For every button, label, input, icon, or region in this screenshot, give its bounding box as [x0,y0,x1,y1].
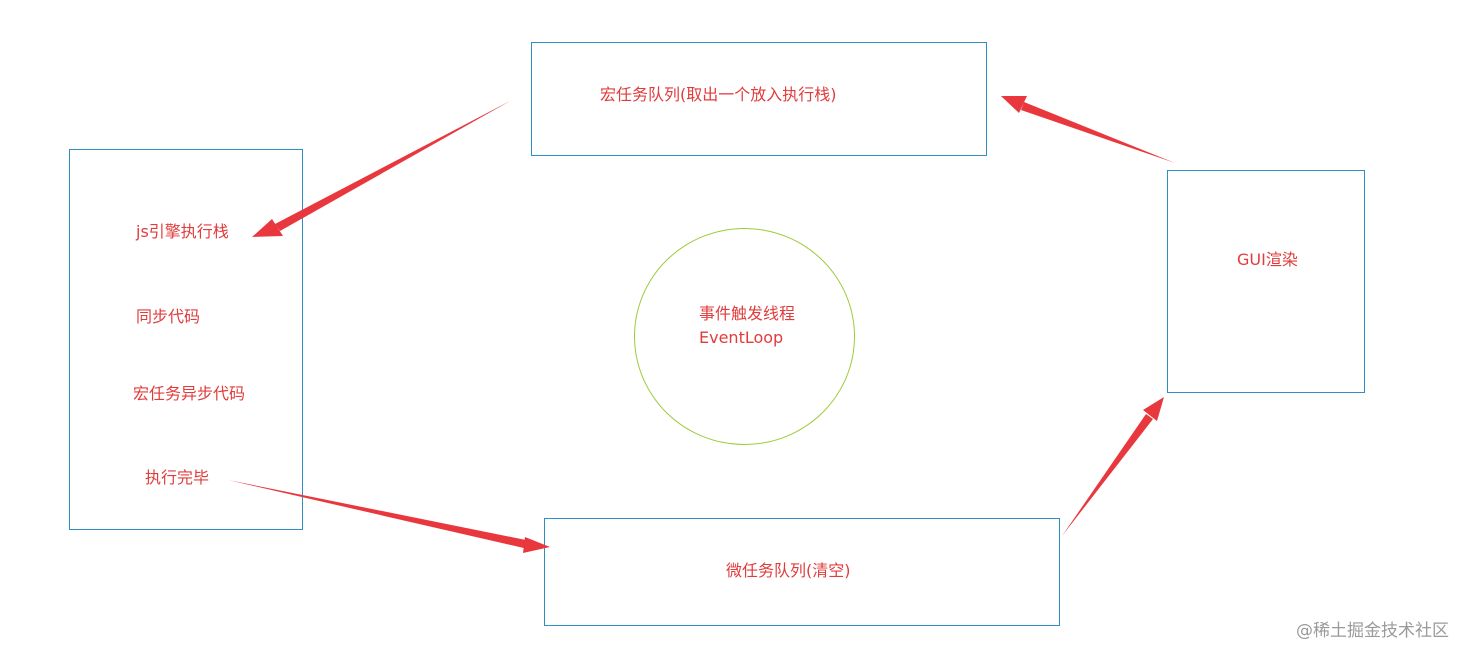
arrow-micro-to-gui-head [1143,397,1164,421]
gui-render-label: GUI渲染 [1237,250,1298,269]
event-loop-label: EventLoop [699,328,784,347]
event-loop-circle [634,228,855,445]
gui-render-box [1167,170,1365,393]
macro-task-async-code-label: 宏任务异步代码 [133,384,246,403]
sync-code-label: 同步代码 [136,307,201,326]
arrow-micro-to-gui [1062,414,1153,536]
event-trigger-thread-label: 事件触发线程 [699,304,796,323]
arrow-gui-to-macro [1021,102,1175,163]
micro-task-queue-box [544,518,1060,626]
arrow-gui-to-macro-head [1001,96,1027,113]
micro-task-queue-label: 微任务队列(清空) [726,561,851,580]
macro-task-queue-box [531,42,987,156]
execution-complete-label: 执行完毕 [145,468,210,487]
watermark-text: @稀土掘金技术社区 [1296,621,1449,641]
macro-task-queue-label: 宏任务队列(取出一个放入执行栈) [600,85,837,104]
js-engine-stack-box [69,149,303,530]
js-engine-stack-title: js引擎执行栈 [136,222,229,241]
arrow-macro-to-stack [275,101,510,231]
